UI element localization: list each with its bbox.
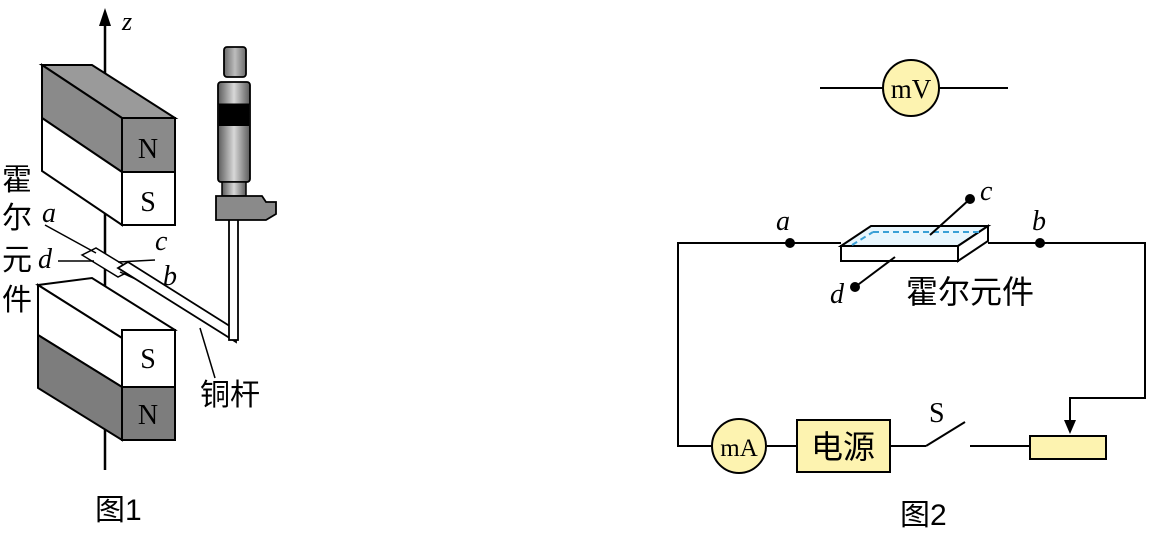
z-axis-label: z xyxy=(121,7,132,36)
fig2-terminal-c: c xyxy=(980,176,993,207)
fig2-hall-label: 霍尔元件 xyxy=(906,274,1034,310)
bottom-magnet-n-label: N xyxy=(138,400,158,431)
switch-label: S xyxy=(929,398,945,429)
rheostat xyxy=(1029,435,1107,460)
bottom-magnet: S N xyxy=(35,276,178,442)
power-supply: 电源 xyxy=(796,419,891,473)
millivoltmeter-label: mV xyxy=(891,74,932,104)
hall-label-char-3: 元 xyxy=(2,244,32,277)
switch: S xyxy=(925,398,966,447)
fig2-terminal-a-dot xyxy=(785,238,795,248)
fig1-terminal-c: c xyxy=(155,226,168,257)
micrometer xyxy=(215,46,277,221)
power-supply-label: 电源 xyxy=(811,429,875,465)
top-magnet-n-label: N xyxy=(138,134,158,165)
hall-element-plate-fig1: a d c b xyxy=(38,198,177,292)
fig1-terminal-a: a xyxy=(42,198,56,229)
rheostat-slider-arrow xyxy=(1064,420,1076,434)
copper-rod: 铜杆 xyxy=(116,217,260,412)
figure-2: mV a b c d xyxy=(677,59,1146,532)
millivoltmeter: mV xyxy=(820,59,1008,117)
fig2-terminal-d: d xyxy=(830,279,845,310)
milliammeter: mA xyxy=(711,418,767,474)
fig2-terminal-b-dot xyxy=(1035,238,1045,248)
top-magnet-s-label: S xyxy=(140,187,156,218)
hall-label-char-2: 尔 xyxy=(2,202,32,235)
hall-element-label-vertical: 霍 尔 元 件 xyxy=(2,164,32,317)
hall-label-char-1: 霍 xyxy=(2,164,32,197)
figure-1: z N S a d c b xyxy=(2,7,277,527)
figure-1-caption: 图1 xyxy=(95,494,142,527)
bottom-magnet-s-label: S xyxy=(140,344,156,375)
hall-label-char-4: 件 xyxy=(2,284,32,317)
hall-element-fig2: c d 霍尔元件 xyxy=(830,176,1034,310)
top-magnet: N S xyxy=(38,63,179,227)
fig2-terminal-a: a xyxy=(776,206,790,237)
fig1-terminal-b: b xyxy=(163,261,177,292)
circuit-wires xyxy=(677,242,1146,447)
milliammeter-label: mA xyxy=(720,435,758,462)
fig2-terminal-b: b xyxy=(1032,206,1046,237)
copper-rod-label: 铜杆 xyxy=(200,379,260,412)
fig1-terminal-d: d xyxy=(38,244,53,275)
figure-2-caption: 图2 xyxy=(900,499,947,532)
